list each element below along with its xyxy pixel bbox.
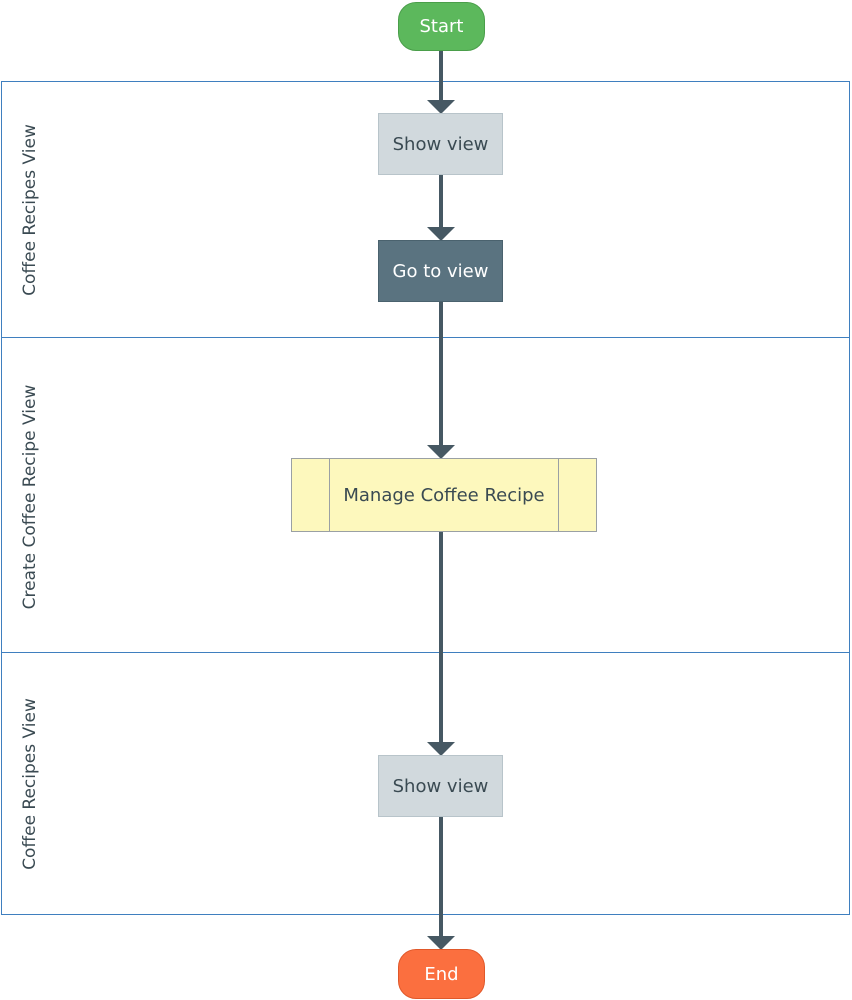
- subprocess-label: Manage Coffee Recipe: [343, 484, 545, 506]
- start-node[interactable]: Start: [398, 2, 485, 51]
- arrowhead: [427, 227, 455, 241]
- go-to-view-task[interactable]: Go to view: [378, 240, 503, 302]
- task-label: Show view: [392, 775, 489, 797]
- manage-coffee-recipe-subprocess[interactable]: Manage Coffee Recipe: [291, 458, 597, 532]
- subprocess-left-bar: [329, 459, 330, 531]
- arrowhead: [427, 936, 455, 950]
- end-node[interactable]: End: [398, 949, 485, 999]
- subprocess-right-bar: [558, 459, 559, 531]
- swimlane-coffee-recipes-view-bottom: Coffee Recipes View: [1, 652, 850, 915]
- arrowhead: [427, 100, 455, 114]
- task-label: Show view: [392, 133, 489, 155]
- show-view-task-1[interactable]: Show view: [378, 113, 503, 175]
- end-label: End: [424, 963, 459, 985]
- show-view-task-2[interactable]: Show view: [378, 755, 503, 817]
- task-label: Go to view: [392, 260, 489, 282]
- arrowhead: [427, 742, 455, 756]
- arrowhead: [427, 445, 455, 459]
- start-label: Start: [419, 16, 464, 37]
